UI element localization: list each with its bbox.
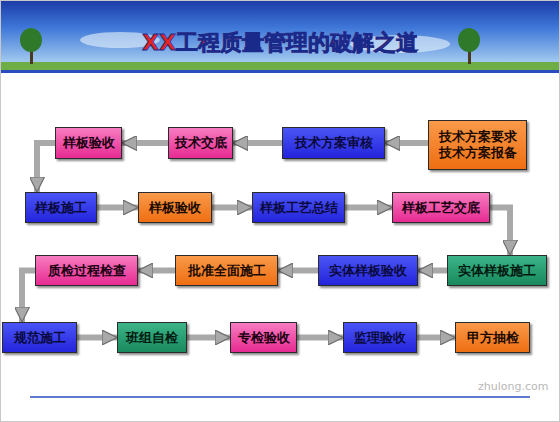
grass-strip: [0, 62, 560, 70]
flow-arrow: [212, 205, 252, 211]
box-text: 技术方案要求 技术方案报备: [432, 129, 523, 161]
footer-rule: [30, 396, 530, 398]
box-text: 样板验收: [149, 200, 201, 216]
box-text: 班组自检: [126, 330, 178, 346]
box-text: 实体样板施工: [458, 263, 536, 279]
box-text: 样板工艺交底: [402, 200, 480, 216]
process-box: 样板工艺交底: [392, 192, 490, 223]
process-box: 实体样板施工: [447, 255, 547, 286]
box-text: 样板施工: [35, 200, 87, 216]
process-box: 专检验收: [230, 322, 297, 353]
flow-arrow: [297, 335, 343, 341]
flow-arrow: [490, 208, 510, 256]
box-text: 监理验收: [354, 330, 406, 346]
watermark: zhulong.com: [478, 380, 548, 393]
flow-arrow: [385, 140, 428, 146]
tree-left: [20, 28, 42, 64]
header-rule: [0, 70, 560, 73]
flow-arrow: [77, 335, 117, 341]
process-box: 质检过程检查: [35, 255, 138, 286]
box-text: 技术交底: [175, 135, 227, 151]
flow-arrow: [122, 140, 168, 146]
flow-arrow: [418, 268, 447, 274]
process-box: 批准全面施工: [175, 255, 278, 286]
process-box: 技术方案审核: [282, 127, 385, 159]
flow-arrow: [345, 205, 392, 211]
flow-arrow: [97, 205, 138, 211]
process-box: 甲方抽检: [455, 322, 530, 353]
process-box: 技术交底: [168, 127, 233, 159]
flow-arrow: [417, 335, 455, 341]
process-box: 样板验收: [138, 192, 212, 223]
box-text: 实体样板验收: [329, 263, 407, 279]
flow-arrow: [138, 268, 175, 274]
tree-right: [458, 28, 480, 64]
box-text: 批准全面施工: [188, 263, 266, 279]
process-box: 监理验收: [343, 322, 417, 353]
box-text: 质检过程检查: [48, 263, 126, 279]
box-text: 样板工艺总结: [260, 200, 338, 216]
flow-arrow: [278, 268, 318, 274]
flow-arrow: [37, 143, 55, 192]
flow-arrow: [233, 140, 282, 146]
process-box: 班组自检: [117, 322, 187, 353]
process-box: 规范施工: [2, 322, 77, 353]
process-box: 样板施工: [25, 192, 97, 223]
process-box: 样板工艺总结: [252, 192, 345, 223]
box-text: 规范施工: [14, 330, 66, 346]
box-text: 甲方抽检: [467, 330, 519, 346]
process-box: 样板验收: [55, 127, 122, 159]
header-band: [0, 0, 560, 70]
flow-arrow: [187, 335, 230, 341]
box-text: 样板验收: [63, 135, 115, 151]
process-box: 实体样板验收: [318, 255, 418, 286]
flow-arrow: [22, 271, 35, 323]
slide-title: XX工程质量管理的破解之道: [0, 28, 560, 58]
box-text: 专检验收: [238, 330, 290, 346]
process-box: 技术方案要求 技术方案报备: [428, 120, 527, 170]
box-text: 技术方案审核: [295, 135, 373, 151]
